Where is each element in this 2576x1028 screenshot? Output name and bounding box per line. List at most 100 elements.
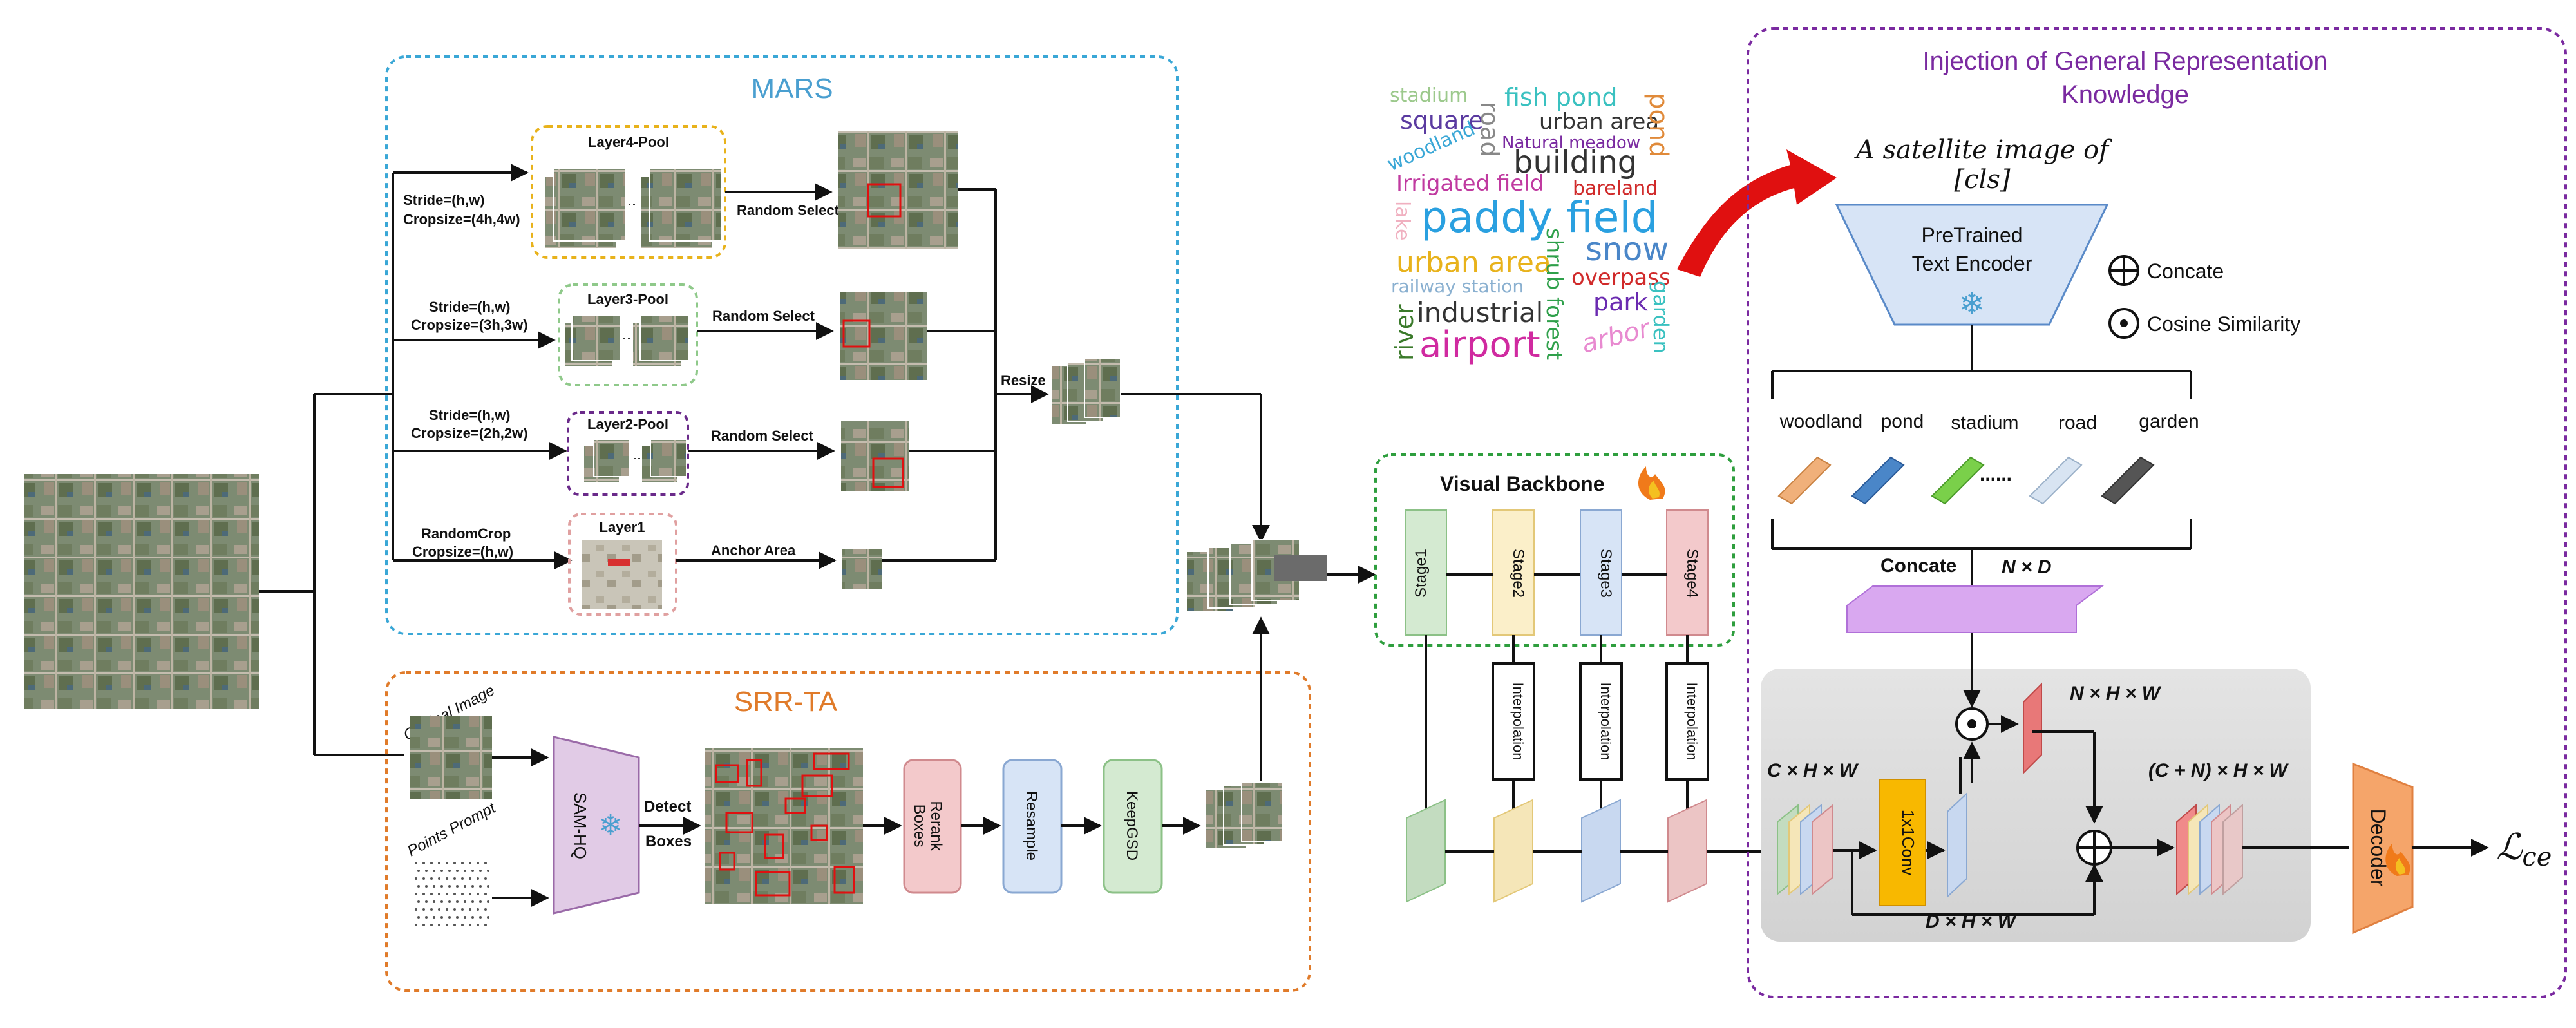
wc-road: road <box>1475 102 1504 157</box>
layer1-image <box>582 540 662 609</box>
input-satellite-image <box>24 474 259 709</box>
layer1-box <box>568 513 677 616</box>
points-prompt-grid <box>415 862 489 926</box>
decoder-block <box>2352 762 2414 935</box>
detect-label: Detect <box>644 798 691 815</box>
wc-airport: airport <box>1419 324 1540 366</box>
nd-label: N × D <box>2002 557 2052 578</box>
mars-sample-4 <box>842 549 882 589</box>
class-stadium: stadium <box>1951 412 2018 433</box>
feature-map-3 <box>1581 799 1621 903</box>
layer1-label: Layer1 <box>600 519 645 535</box>
conv-block <box>1879 779 1926 906</box>
srr-title: SRR-TA <box>734 686 838 718</box>
wc-stadium: stadium <box>1390 84 1468 107</box>
concat-features-stack <box>1777 803 1833 896</box>
wc-fish-pond: fish pond <box>1504 83 1617 111</box>
backbone-box <box>1374 453 1735 647</box>
layer3-pool-box <box>558 283 698 386</box>
loss-sub: ce <box>2522 842 2552 872</box>
srr-box <box>385 671 1311 992</box>
combined-image-stack <box>1186 539 1327 613</box>
concat-legend-label: Concate <box>2147 260 2224 283</box>
feature-map-2 <box>1493 799 1533 903</box>
encoder-snowflake-icon: ❄ <box>1959 287 1985 321</box>
mars-title: MARS <box>751 73 833 104</box>
concate-label: Concate <box>1880 555 1956 576</box>
prompt-line-2: [cls] <box>1955 165 2011 195</box>
resample-label: Resample <box>1023 791 1040 861</box>
decoder-label: Decoder <box>2367 809 2390 887</box>
encoder-label-1: PreTrained <box>1921 224 2022 247</box>
knowledge-injection-arrow <box>1677 149 1837 277</box>
chw-label: C × H × W <box>1767 760 1859 781</box>
conv-label: 1x1Conv <box>1899 810 1918 876</box>
anchor-area: Anchor Area <box>711 542 796 558</box>
srr-output-stack <box>1205 781 1283 850</box>
row2-stride: Stride=(h,w) <box>429 299 511 315</box>
stage2-label: Stage2 <box>1510 549 1527 598</box>
interp-3-label: Interpolation <box>1598 682 1614 760</box>
cosine-legend-label: Cosine Similarity <box>2147 312 2300 336</box>
interp-2-label: Interpolation <box>1510 682 1526 760</box>
detected-boxes-image <box>705 748 863 904</box>
resize-label: Resize <box>1001 372 1046 388</box>
stage3-label: Stage3 <box>1597 549 1615 598</box>
mars-sample-1 <box>838 131 958 249</box>
embedding-dots: ...... <box>1980 464 2012 485</box>
class-road: road <box>2058 412 2097 433</box>
wc-industrial: industrial <box>1417 297 1543 328</box>
cosine-legend-icon <box>2108 308 2139 339</box>
mars-sample-3 <box>841 421 909 491</box>
wc-arbor: arbor <box>1578 314 1654 359</box>
feature-map-1 <box>1406 799 1446 903</box>
points-prompt-label: Points Prompt <box>404 799 499 860</box>
wc-overpass: overpass <box>1571 265 1671 290</box>
interp-4 <box>1665 662 1709 781</box>
text-embedding-matrix <box>1846 585 2104 633</box>
sam-hq-block <box>553 736 640 915</box>
row3-crop: Cropsize=(2h,2w) <box>411 425 528 441</box>
wc-railway-station: railway station <box>1391 276 1524 297</box>
layer2-pool-box <box>567 411 689 496</box>
layer4-pool-label: Layer4-Pool <box>588 134 669 150</box>
row4-cropsize: Cropsize=(h,w) <box>412 544 513 560</box>
wc-building: building <box>1513 144 1637 180</box>
word-cloud: stadium fish pond square road urban area… <box>1384 83 1673 366</box>
cosine-op-icon <box>1955 707 1989 741</box>
row2-crop: Cropsize=(3h,3w) <box>411 317 528 333</box>
rerank-label-1: Rerank <box>927 801 945 851</box>
random-select-3: Random Select <box>711 428 814 444</box>
wc-garden: garden <box>1649 281 1673 354</box>
interp-2 <box>1492 662 1535 781</box>
random-select-1: Random Select <box>737 202 840 218</box>
visual-feature-map <box>1947 792 1967 899</box>
feature-map-4 <box>1667 799 1707 903</box>
sam-hq-label: SAM-HQ <box>571 792 590 859</box>
keepgsd-label: KeepGSD <box>1123 791 1141 861</box>
injection-box <box>1747 27 2567 998</box>
backbone-title: Visual Backbone <box>1440 472 1605 495</box>
similarity-map <box>2023 682 2042 775</box>
stage4-label: Stage4 <box>1683 549 1701 598</box>
wc-river: river <box>1390 304 1419 361</box>
concat-op-icon <box>2076 830 2112 866</box>
text-encoder-block <box>1835 204 2109 326</box>
wc-paddy-field: paddy field <box>1421 193 1658 242</box>
loss-main: ℒ <box>2496 826 2523 868</box>
stage4-block <box>1666 509 1709 636</box>
embedding-bars <box>1777 456 2155 505</box>
wc-pond: pond <box>1643 93 1673 158</box>
random-select-2: Random Select <box>712 308 815 324</box>
wc-bareland: bareland <box>1573 177 1658 200</box>
layer2-pool-label: Layer2-Pool <box>587 416 668 432</box>
fused-features-stack <box>2176 803 2243 896</box>
class-woodland: woodland <box>1779 411 1862 432</box>
wc-shrub-forest: shrub forest <box>1541 228 1567 360</box>
rerank-label-2: Boxes <box>911 804 928 848</box>
row1-crop: Cropsize=(4h,4w) <box>403 211 520 227</box>
row4-randomcrop: RandomCrop <box>421 526 511 542</box>
interp-4-label: Interpolation <box>1684 682 1700 760</box>
cnhw-label: (C + N) × H × W <box>2148 760 2289 781</box>
